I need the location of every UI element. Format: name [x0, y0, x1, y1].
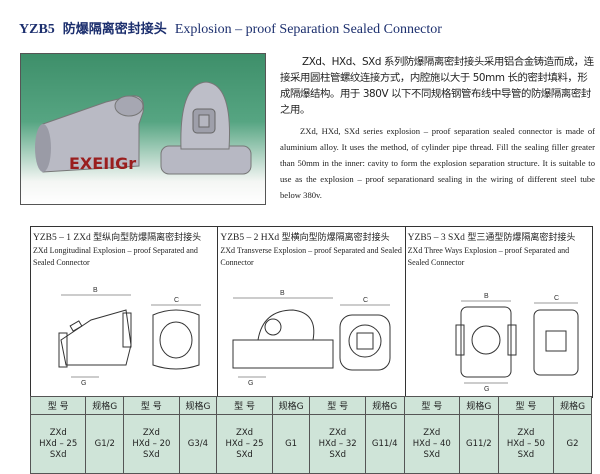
panel-code: YZB5 – 2 HXd — [220, 233, 280, 243]
dim-c-label: C — [554, 295, 559, 302]
description-cn: ZXd、HXd、SXd 系列防爆隔离密封接头采用铝合金铸造而成，连接采用圆柱管螺… — [280, 56, 594, 116]
panel-en: ZXd Three Ways Explosion – proof Separat… — [407, 246, 570, 267]
page-title: YZB5 防爆隔离密封接头 Explosion – proof Separation… — [19, 18, 442, 38]
panel-zxd: YZB5 – 1 ZXd 型纵向型防爆隔离密封接头 ZXd Longitudin… — [31, 227, 219, 397]
spec-cell: G11/4 — [364, 414, 405, 474]
header-spec: 规格G — [178, 396, 218, 415]
header-model: 型 号 — [123, 396, 180, 415]
panel-cn: 型三通型防爆隔离密封接头 — [467, 233, 576, 243]
spec-cell: G2 — [553, 414, 592, 474]
panel-cn: 型横向型防爆隔离密封接头 — [281, 233, 390, 243]
title-code: YZB5 — [19, 22, 55, 37]
dim-g-label: G — [81, 380, 86, 387]
panel-cn: 型纵向型防爆隔离密封接头 — [93, 233, 202, 243]
panel-en: ZXd Longitudinal Explosion – proof Separ… — [33, 246, 198, 267]
spec-cell: G1 — [271, 414, 311, 474]
header-model: 型 号 — [309, 396, 366, 415]
header-model: 型 号 — [497, 396, 555, 415]
table-header-row: 型 号 规格G 型 号 规格G 型 号 规格G 型 号 规格G 型 号 规格G … — [29, 396, 592, 415]
model-line: HXd – 20 — [132, 438, 171, 449]
zxd-drawing: B G C — [58, 287, 201, 387]
panel-heading: YZB5 – 1 ZXd 型纵向型防爆隔离密封接头 — [33, 230, 217, 243]
hxd-drawing: B G C — [232, 290, 391, 387]
panel-hxd: YZB5 – 2 HXd 型横向型防爆隔离密封接头 ZXd Transverse… — [218, 227, 406, 397]
brand-logo: EXEIIGr — [69, 154, 137, 173]
dim-b-label: B — [484, 293, 489, 300]
spec-cell: G11/2 — [459, 414, 499, 474]
model-line: SXd — [517, 449, 535, 460]
description: ZXd、HXd、SXd 系列防爆隔离密封接头采用铝合金铸造而成，连接采用圆柱管螺… — [280, 54, 595, 203]
dim-b-label: B — [93, 287, 98, 294]
model-line: SXd — [423, 449, 441, 460]
model-line: HXd – 50 — [506, 438, 545, 449]
spec-cell: G3/4 — [178, 414, 218, 474]
model-line: SXd — [49, 449, 67, 460]
header-model: 型 号 — [216, 396, 273, 415]
panel-sxd: YZB5 – 3 SXd 型三通型防爆隔离密封接头 ZXd Three Ways… — [406, 227, 592, 397]
title-cn: 防爆隔离密封接头 — [62, 22, 167, 37]
dim-c-label: C — [363, 297, 368, 304]
model-line: HXd – 25 — [39, 438, 78, 449]
model-line: HXd – 40 — [412, 438, 451, 449]
model-line: ZXd — [423, 427, 441, 438]
model-line: SXd — [143, 449, 160, 460]
panel-en: ZXd Transverse Explosion – proof Separat… — [220, 246, 402, 267]
dim-g-label: G — [484, 386, 489, 393]
drawing-panels: YZB5 – 1 ZXd 型纵向型防爆隔离密封接头 ZXd Longitudin… — [30, 226, 593, 398]
spec-table: 型 号 规格G 型 号 规格G 型 号 规格G 型 号 规格G 型 号 规格G … — [29, 396, 592, 474]
panel-code: YZB5 – 3 SXd — [407, 233, 465, 243]
dim-c-label: C — [174, 297, 179, 304]
header-spec: 规格G — [459, 396, 499, 415]
header-model: 型 号 — [29, 396, 87, 415]
panel-code: YZB5 – 1 ZXd — [33, 233, 91, 243]
product-photo: EXEIIGr — [20, 53, 266, 205]
panel-heading: YZB5 – 3 SXd 型三通型防爆隔离密封接头 — [408, 230, 592, 243]
dim-b-label: B — [280, 290, 285, 297]
model-line: SXd — [329, 449, 346, 460]
model-line: ZXd — [329, 427, 347, 438]
panel-heading: YZB5 – 2 HXd 型横向型防爆隔离密封接头 — [220, 230, 404, 243]
model-line: HXd – 32 — [318, 438, 357, 449]
model-line: ZXd — [517, 427, 535, 438]
header-spec: 规格G — [553, 396, 592, 415]
header-model: 型 号 — [403, 396, 461, 415]
header-spec: 规格G — [271, 396, 311, 415]
header-spec: 规格G — [364, 396, 405, 415]
dim-g-label: G — [248, 380, 253, 387]
title-en: Explosion – proof Separation Sealed Conn… — [174, 22, 442, 37]
spec-cell: G1/2 — [85, 414, 125, 474]
description-en: ZXd, HXd, SXd series explosion – proof s… — [280, 126, 595, 200]
sxd-drawing: B G C — [455, 293, 579, 393]
model-line: SXd — [236, 449, 253, 460]
model-line: HXd – 25 — [225, 438, 264, 449]
model-line: ZXd — [142, 427, 160, 438]
connector-photo-graphic — [35, 81, 252, 175]
model-line: ZXd — [49, 427, 67, 438]
model-line: ZXd — [236, 427, 254, 438]
header-spec: 规格G — [85, 396, 125, 415]
